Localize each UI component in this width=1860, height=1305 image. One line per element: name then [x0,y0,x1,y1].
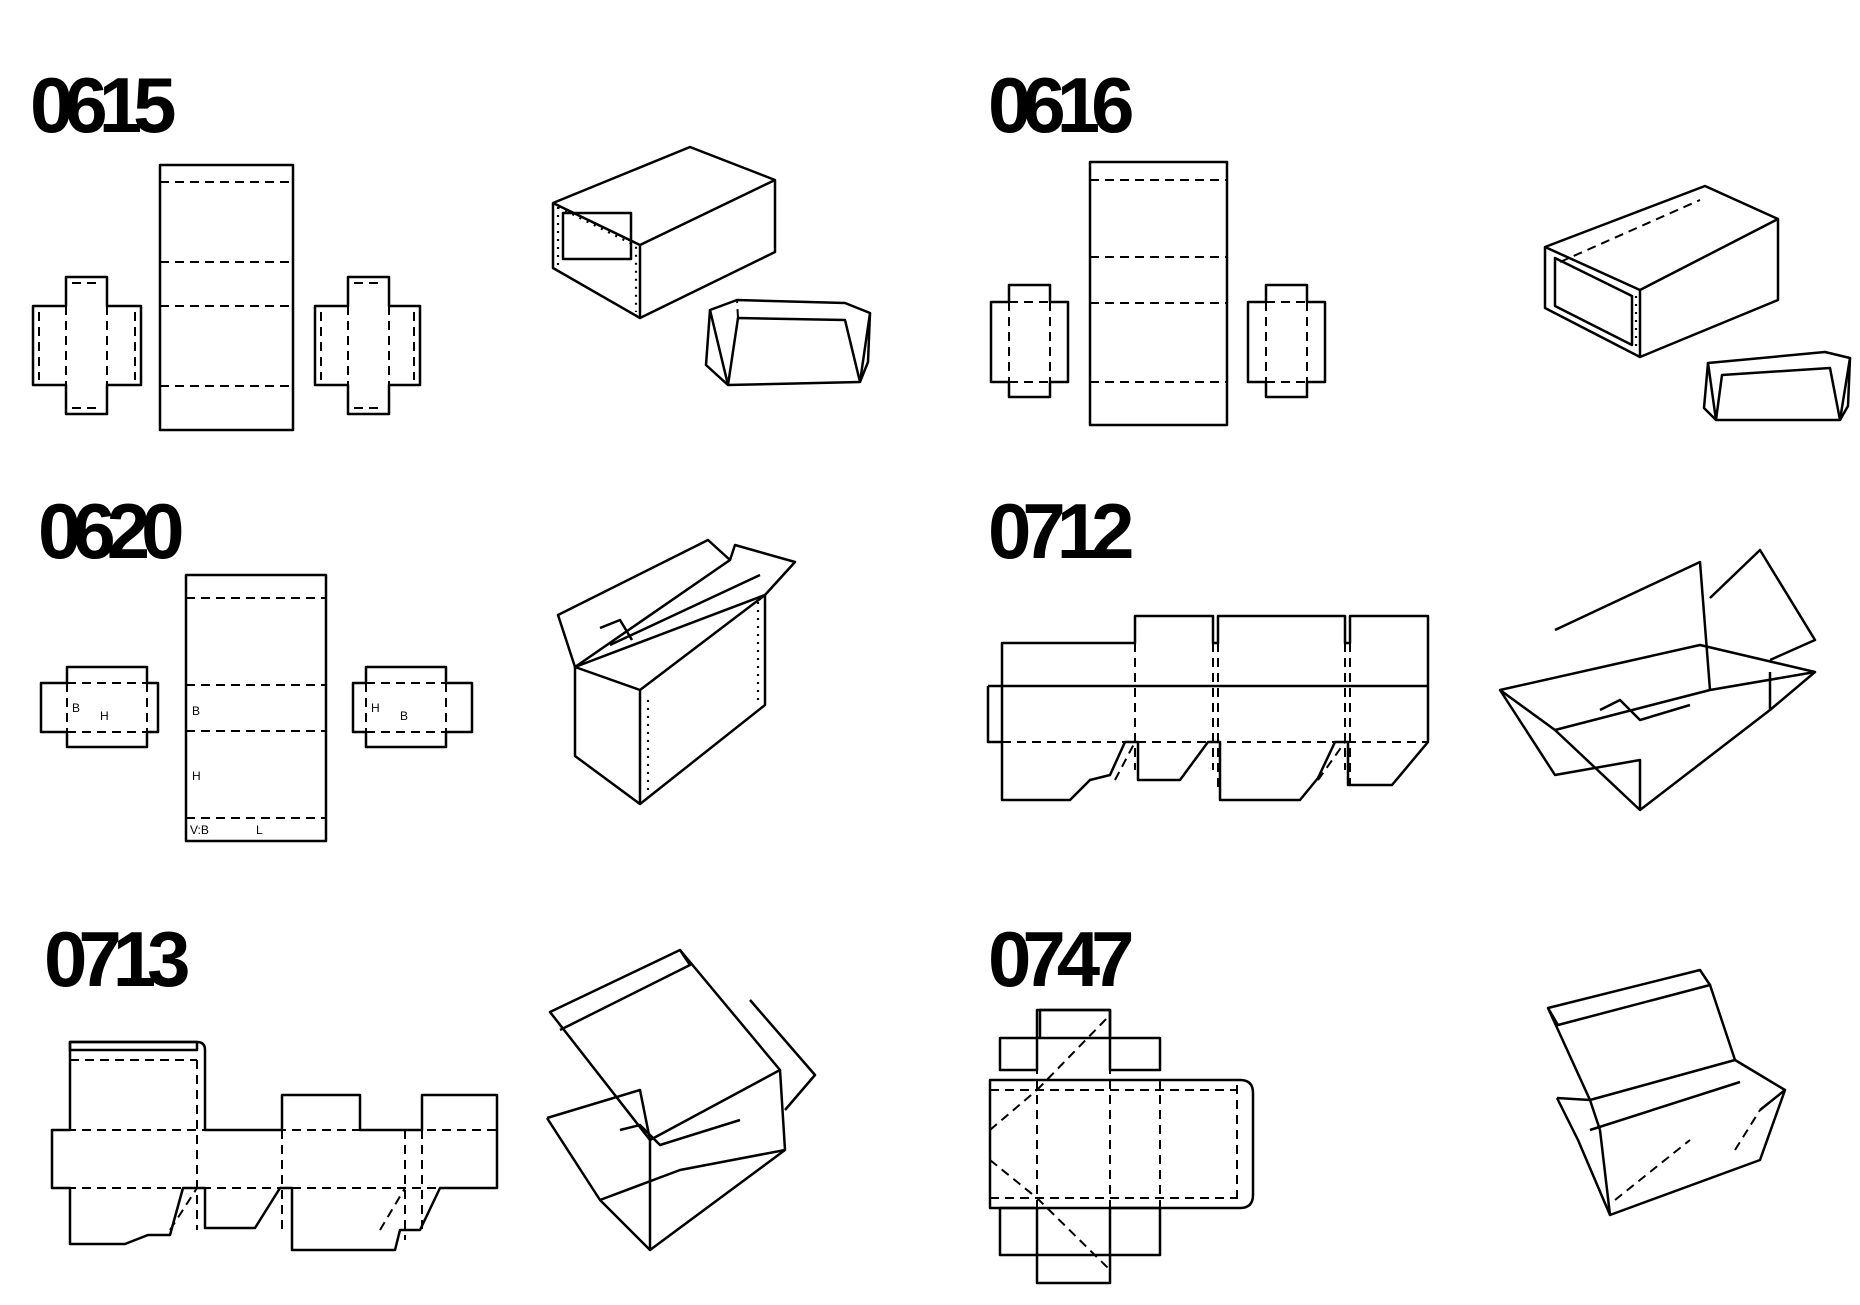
panel-label: H [192,769,201,783]
assembled-box-0713 [545,948,817,1252]
panel-label: B [72,701,80,715]
style-code-0712: 0712 [988,487,1135,575]
flat-blank-0713 [50,1040,499,1252]
assembled-box-0620 [556,538,797,806]
flat-blank-0615 [31,163,422,432]
panel-label: L [256,823,263,837]
panel-label: B [400,709,408,723]
assembled-box-0615 [551,145,872,387]
panel-label: V:B [190,823,209,837]
panel-label: H [100,709,109,723]
style-code-0620: 0620 [38,487,185,575]
panel-label: H [371,701,380,715]
style-code-0747: 0747 [988,915,1135,1003]
style-code-0713: 0713 [44,915,191,1003]
assembled-box-0712 [1498,548,1817,812]
panel-label: B [192,704,200,718]
flat-blank-0620: B H V:B L B H H B [39,573,474,843]
flat-blank-0616 [989,160,1327,427]
style-code-0616: 0616 [988,61,1135,149]
flat-blank-0747 [988,1008,1255,1285]
assembled-box-0616 [1543,184,1852,422]
style-code-0615: 0615 [30,61,177,149]
assembled-box-0747 [1546,968,1787,1217]
flat-blank-0712 [986,614,1430,802]
